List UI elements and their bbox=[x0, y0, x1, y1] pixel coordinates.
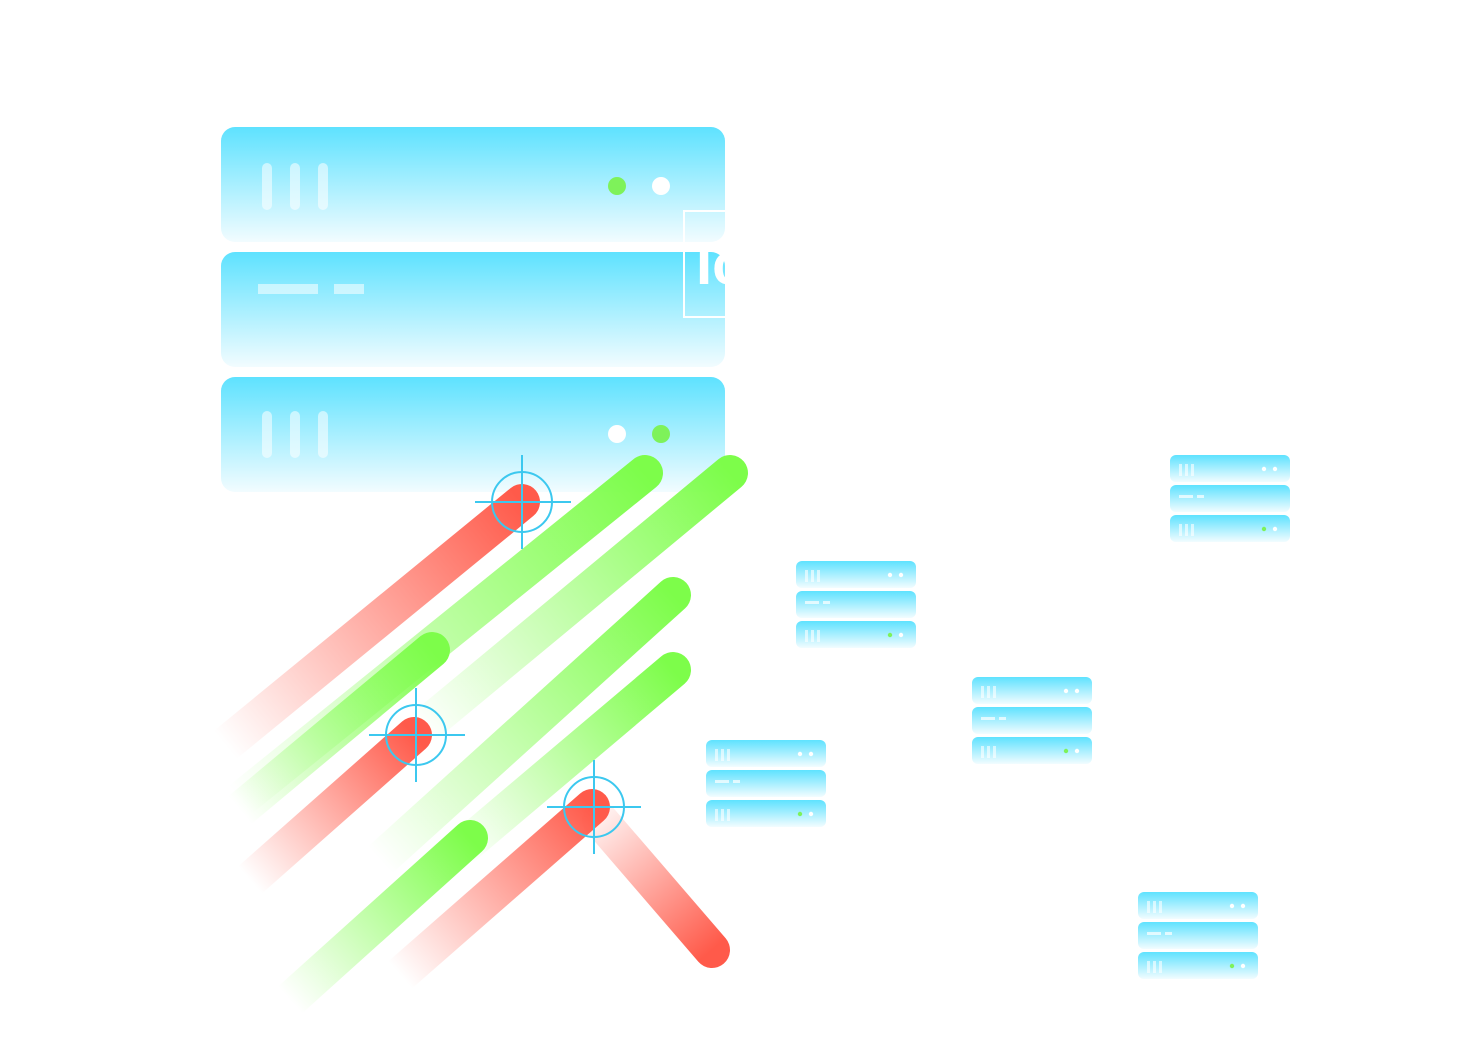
blocked-stream bbox=[207, 484, 540, 763]
led-white bbox=[652, 177, 670, 195]
remote-server-2 bbox=[706, 740, 826, 827]
crosshair-icon bbox=[547, 760, 641, 854]
led-white bbox=[608, 425, 626, 443]
allowed-stream bbox=[362, 577, 691, 878]
remote-server-5 bbox=[1138, 892, 1258, 979]
blocked-stream bbox=[382, 789, 610, 993]
server-unit-middle bbox=[221, 252, 725, 367]
allowed-stream bbox=[442, 652, 691, 868]
allowed-stream bbox=[272, 820, 488, 1018]
crosshair-icon bbox=[475, 455, 571, 549]
allowed-stream bbox=[402, 455, 748, 748]
stray-label-frame bbox=[683, 210, 729, 318]
traffic-streams bbox=[207, 455, 748, 1018]
allowed-stream bbox=[222, 632, 450, 828]
blocked-stream bbox=[582, 802, 730, 968]
remote-server-3 bbox=[972, 677, 1092, 764]
blocked-stream bbox=[232, 717, 432, 898]
remote-server-4 bbox=[1170, 455, 1290, 542]
server-unit-top bbox=[221, 127, 725, 242]
server-unit-bottom bbox=[221, 377, 725, 492]
remote-server-1 bbox=[796, 561, 916, 648]
stray-glyph-label: Ic bbox=[696, 236, 726, 294]
led-green bbox=[608, 177, 626, 195]
main-server-rack bbox=[221, 127, 729, 492]
crosshair-icon bbox=[369, 688, 465, 782]
led-green bbox=[652, 425, 670, 443]
